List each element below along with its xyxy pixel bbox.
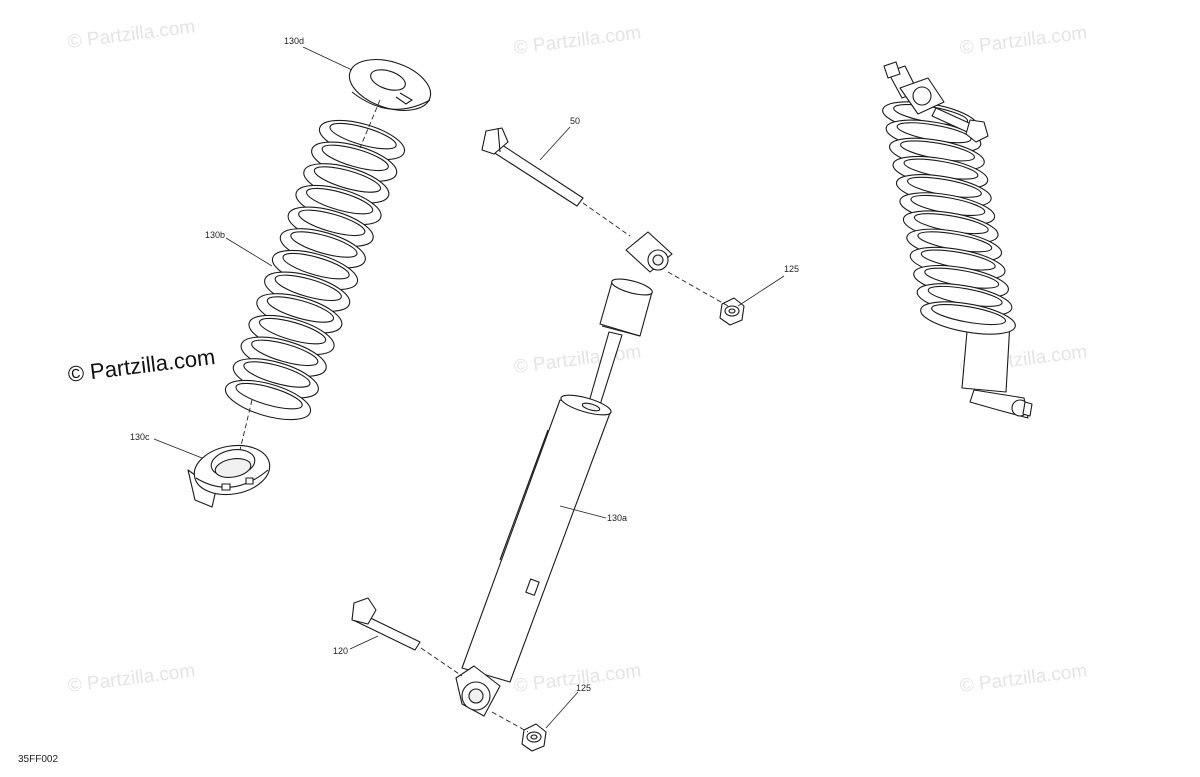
callout-125-upper: 125 [784,264,800,274]
spring-coil-inner [290,231,358,258]
callout-130b: 130b [205,230,226,240]
nut-lower-125 [521,723,547,752]
spring-coil-inner [321,144,389,172]
callout-130a: 130a [607,513,628,523]
spring-retainer-top-130d [348,59,432,111]
spring-coil-inner [298,209,366,237]
callout-120: 120 [333,646,349,656]
spring-coil-inner [931,304,1007,326]
spring-coil-inner [251,339,319,367]
bolt-lower-120 [351,597,421,651]
spring-coil-inner [266,296,335,323]
spring-coil-inner [243,361,311,388]
assembled-coilover [882,61,1033,419]
callout-130d: 130d [284,36,305,46]
nut-upper-125 [719,297,745,326]
spring-coil [224,379,312,421]
leader-lines [153,46,785,729]
spring-coil-inner [235,382,303,410]
spring-seat-lower-130c [187,444,271,508]
spring-coil-inner [282,252,350,280]
drawing-id: 35FF002 [18,754,59,765]
bolt-upper-50 [481,127,584,207]
callout-50: 50 [570,116,581,126]
spring-coil [920,301,1016,335]
spring-coil-inner [274,274,342,302]
coil-spring-130b [224,119,406,421]
spring-coil-inner [258,317,327,345]
spring-coil-inner [313,166,382,193]
callout-125-lower: 125 [576,683,592,693]
spring-coil-inner [329,122,397,150]
spring-coil-inner [305,187,374,215]
callout-130c: 130c [130,432,150,442]
shock-absorber-130a [455,231,673,717]
assembly-lines [239,99,729,733]
